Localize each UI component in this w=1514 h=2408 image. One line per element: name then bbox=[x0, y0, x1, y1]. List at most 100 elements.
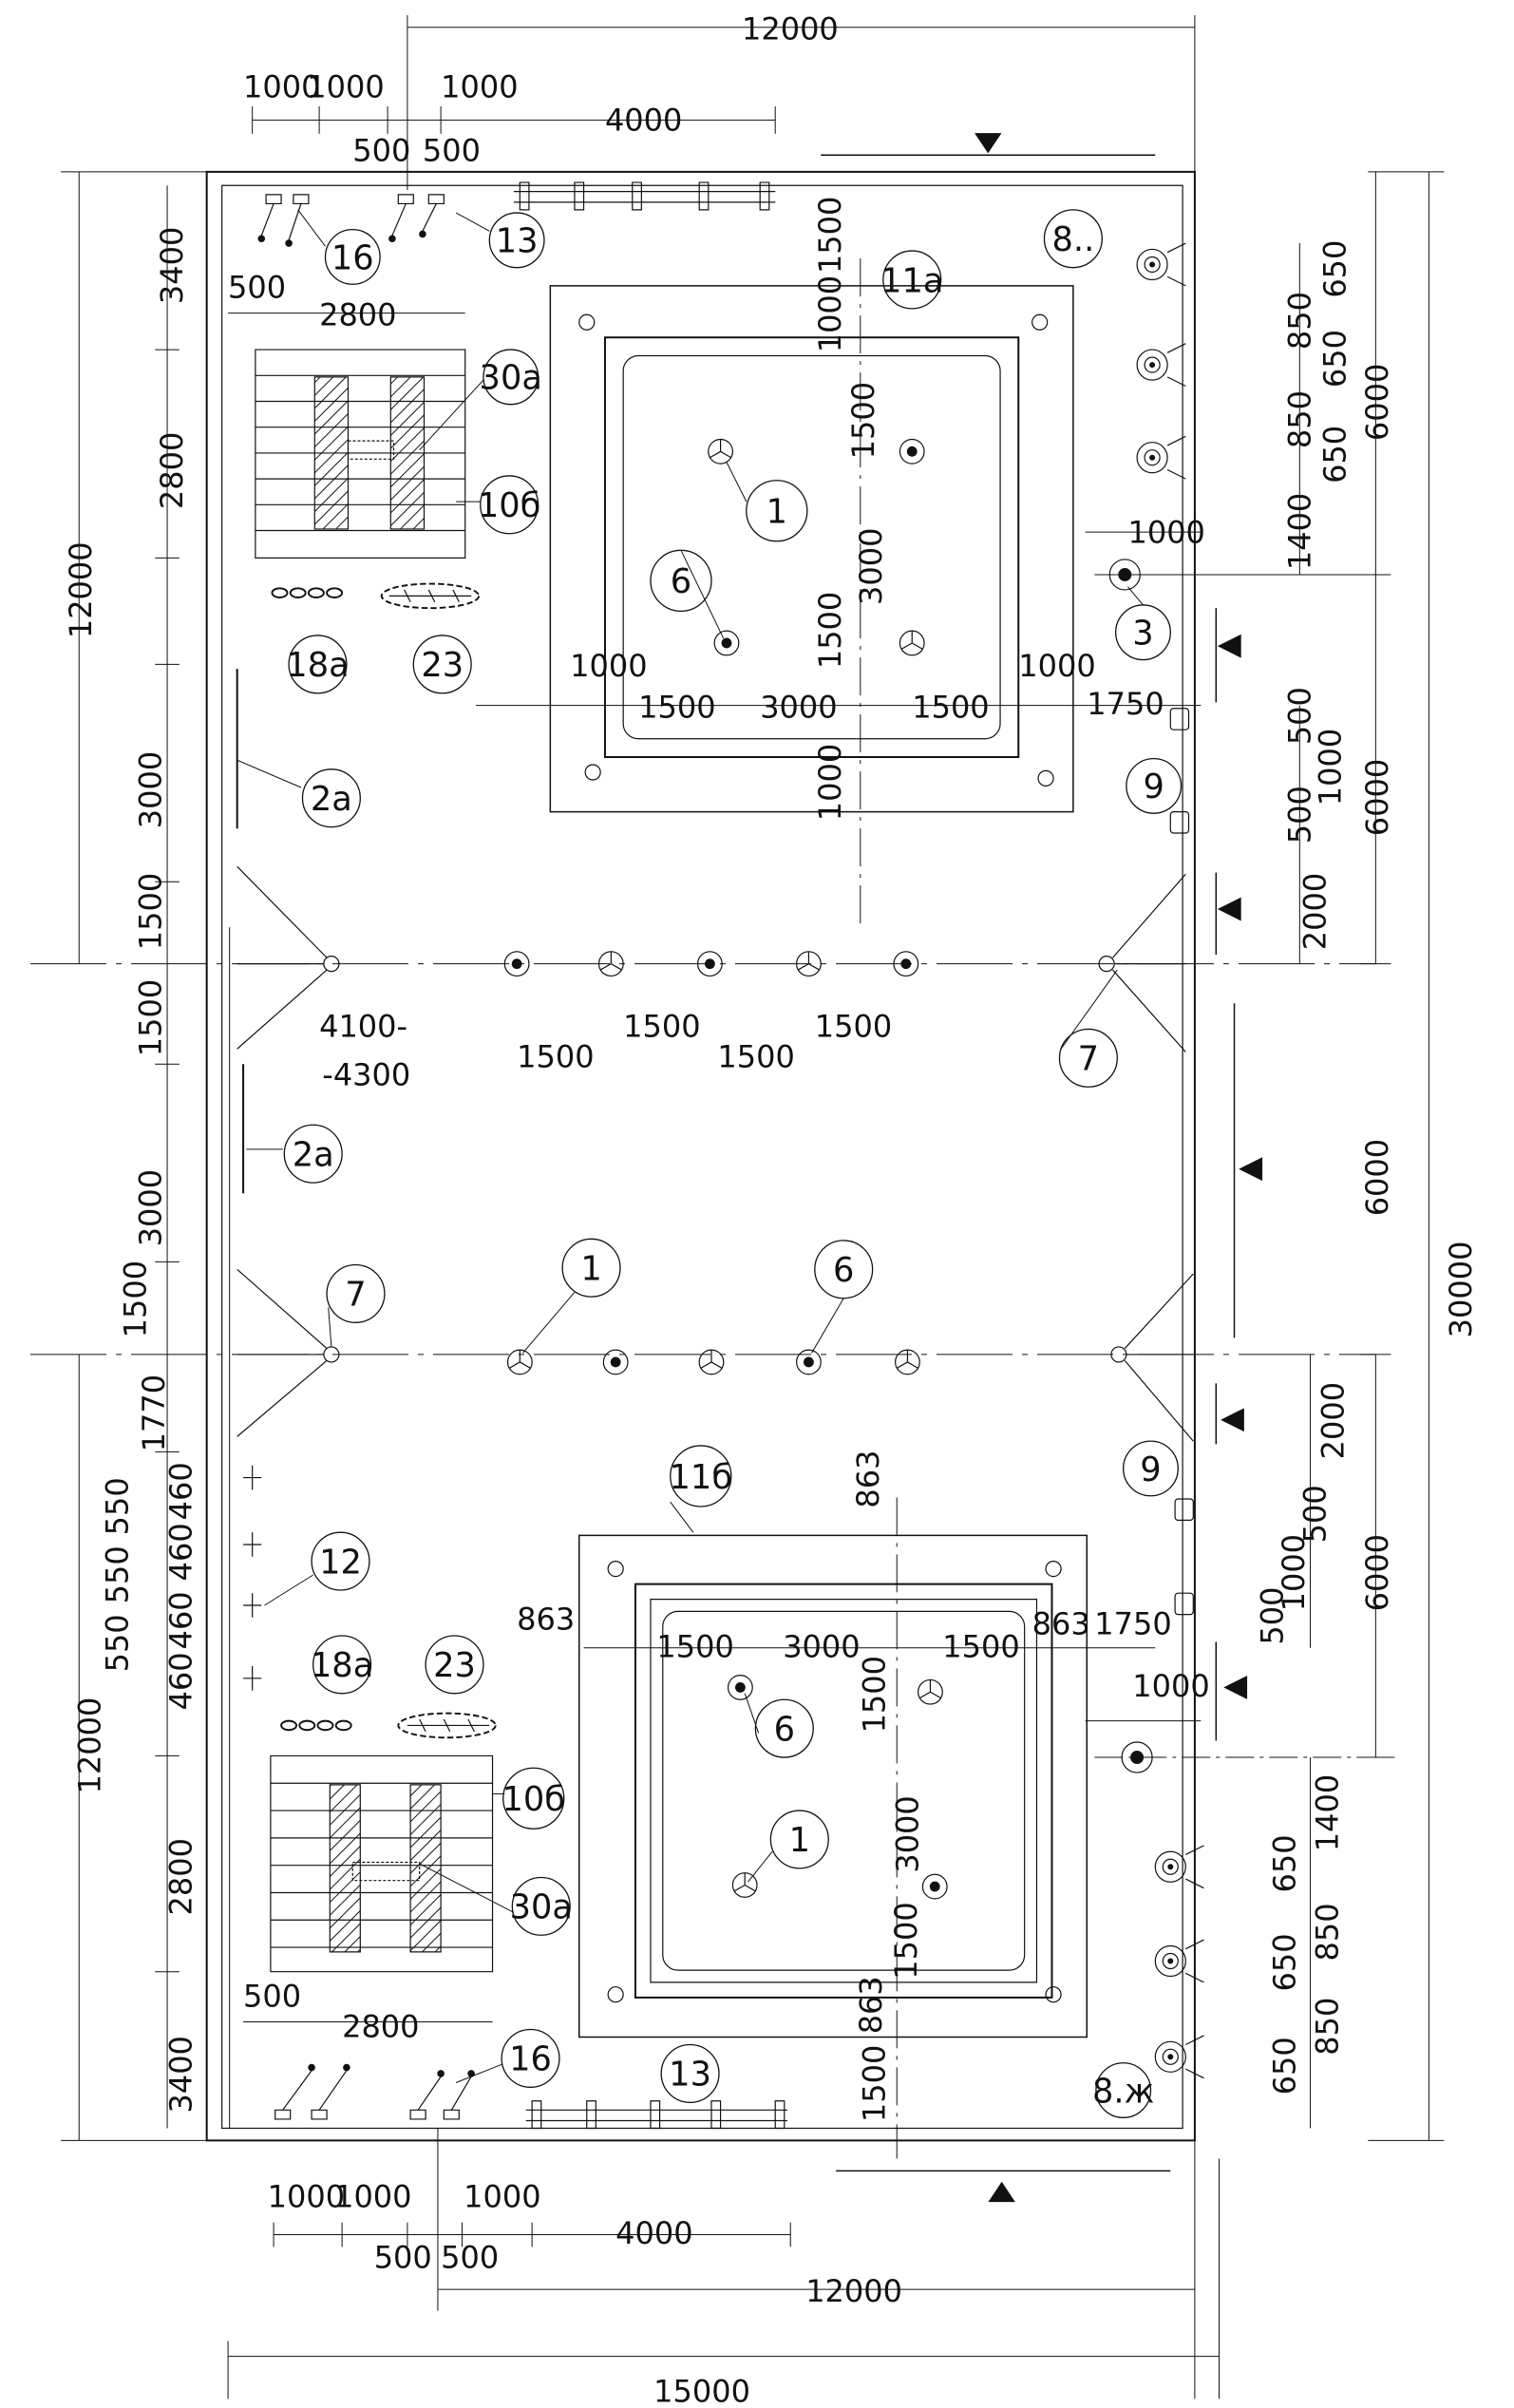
hose-reel-icon bbox=[1155, 1846, 1203, 1888]
ring-top-post-tl bbox=[579, 314, 595, 330]
ring-top-11a bbox=[550, 286, 1073, 812]
hydrant-point-icon bbox=[1109, 559, 1140, 590]
callout-label: 3 bbox=[1132, 615, 1153, 654]
dim-text: 12000 bbox=[805, 2273, 902, 2309]
dim-text: 1000 bbox=[307, 68, 384, 104]
callout-label: 23 bbox=[421, 646, 464, 685]
dimension-texts: 12000 1000 1000 1000 500 500 4000 1000 1… bbox=[228, 11, 1210, 2408]
hydrant-point-icon bbox=[922, 1874, 947, 1899]
dim-text: 460 bbox=[163, 1652, 199, 1710]
dim-text: 3000 bbox=[133, 1169, 169, 1246]
callout-label: 9 bbox=[1144, 768, 1164, 806]
dim-text: 1500 bbox=[942, 1628, 1019, 1664]
mat-stack-top-column-1 bbox=[314, 377, 348, 529]
dim-text: 1000 bbox=[1127, 514, 1204, 550]
dim-text: 650 bbox=[1316, 426, 1353, 483]
dim-text: 1000 bbox=[570, 648, 647, 684]
callout-label: 6 bbox=[833, 1251, 854, 1290]
dim-text: 1000 bbox=[812, 275, 848, 352]
wall-outlet-icon bbox=[420, 195, 445, 237]
dim-text: 500 bbox=[352, 133, 410, 169]
inner-wall bbox=[222, 185, 1183, 2128]
callout-label: 1 bbox=[789, 1821, 810, 1860]
tripod-fixture-icon bbox=[797, 952, 822, 976]
hydrant-point-icon bbox=[714, 631, 739, 655]
hydrant-bottom bbox=[1122, 1742, 1152, 1773]
mat-stack-top-outline bbox=[255, 350, 465, 558]
callout-label: 16 bbox=[331, 238, 374, 277]
callout-label: 2a bbox=[311, 780, 352, 819]
hose-reel-icon bbox=[1137, 243, 1185, 286]
dim-text: 1500 bbox=[656, 1628, 733, 1664]
exit-direction-triangle-icon bbox=[990, 2183, 1014, 2201]
exit-direction-triangle-icon bbox=[1220, 635, 1240, 656]
wall-outlet-icon bbox=[275, 2064, 315, 2119]
dim-text: 1500 bbox=[517, 1038, 594, 1074]
dim-text: 863 bbox=[517, 1602, 575, 1638]
dim-text: 500 bbox=[243, 1979, 301, 2015]
callout-label: 7 bbox=[1078, 1040, 1099, 1079]
wall-boxes bbox=[1170, 709, 1193, 1615]
dim-text: 1500 bbox=[912, 689, 989, 725]
hydrant-point-icon bbox=[797, 1350, 822, 1375]
ring-bottom-rope-outer bbox=[635, 1584, 1052, 1998]
callout-label: 10б bbox=[478, 486, 540, 525]
callout-label: 18a bbox=[311, 1646, 373, 1685]
wall-box bbox=[1170, 709, 1188, 730]
dim-text: 1000 bbox=[1276, 1534, 1312, 1611]
mat-stack-top-link bbox=[348, 441, 393, 459]
dim-text: 650 bbox=[1267, 2037, 1303, 2095]
dim-text: 850 bbox=[1309, 1998, 1345, 2056]
exit-direction-triangle-icon bbox=[1225, 1677, 1246, 1697]
dimension-texts-vertical: 12000 12000 3400 2800 3000 1500 1500 300… bbox=[63, 197, 1479, 2122]
wall-outlet-icon bbox=[258, 195, 281, 242]
callout-label: 1 bbox=[580, 1250, 601, 1289]
dim-text: 1770 bbox=[136, 1375, 172, 1451]
dim-text: 1000 bbox=[268, 2179, 345, 2215]
hydrant-point-icon bbox=[504, 952, 529, 976]
dim-text: 863 bbox=[850, 1450, 886, 1507]
dim-text: 2800 bbox=[154, 432, 190, 509]
dim-text: 1500 bbox=[623, 1008, 700, 1044]
ring-bottom-platform bbox=[579, 1535, 1088, 2037]
hydrant-top bbox=[1109, 559, 1140, 590]
dim-text: 460 bbox=[163, 1462, 199, 1520]
dim-text: 2800 bbox=[163, 1838, 199, 1915]
dim-text: 500 bbox=[1282, 786, 1318, 844]
callout-label: 11a bbox=[880, 261, 943, 300]
dim-text: 500 bbox=[374, 2240, 432, 2276]
hydrant-point-icon bbox=[1122, 1742, 1152, 1773]
dim-text: 30000 bbox=[1443, 1242, 1479, 1338]
wall-outlet-icon bbox=[312, 2064, 350, 2119]
outlets-12 bbox=[243, 1466, 261, 1691]
dim-text: 1500 bbox=[815, 1008, 892, 1044]
wall-box bbox=[1170, 812, 1188, 833]
tripod-fixture-icon bbox=[896, 1350, 920, 1375]
callout-label: 12 bbox=[319, 1543, 362, 1582]
exit-direction-triangle-icon bbox=[975, 134, 1000, 152]
callout-label: 16 bbox=[509, 2040, 552, 2079]
ring-bottom-11b bbox=[579, 1535, 1088, 2037]
callout-label: 23 bbox=[433, 1646, 476, 1685]
dim-text: 1500 bbox=[717, 1038, 794, 1074]
exit-direction-triangle-icon bbox=[1220, 899, 1240, 920]
hose-reels-top bbox=[1137, 243, 1185, 479]
bench-top-13 bbox=[514, 182, 775, 210]
hose-reel-icon bbox=[1155, 2036, 1203, 2078]
dim-text: 2800 bbox=[319, 296, 396, 332]
wall-bars-2a bbox=[237, 669, 243, 1193]
dim-text: 1750 bbox=[1094, 1605, 1171, 1641]
dim-text: 1000 bbox=[812, 744, 848, 821]
callout-label: 9 bbox=[1140, 1450, 1161, 1489]
dim-text: 1000 bbox=[1018, 648, 1095, 684]
dim-text: 1000 bbox=[334, 2179, 411, 2215]
dim-text: 863 bbox=[853, 1976, 889, 2034]
dim-text: 850 bbox=[1309, 1903, 1345, 1961]
dim-text: 1500 bbox=[812, 197, 848, 274]
guy-posts-7 bbox=[237, 866, 1194, 1441]
ring-bottom-post-bl bbox=[608, 1987, 623, 2002]
callout-label: 2a bbox=[293, 1135, 334, 1174]
dim-text: 6000 bbox=[1359, 1139, 1395, 1216]
dim-text: 850 bbox=[1282, 292, 1318, 350]
tripod-fixture-icon bbox=[732, 1873, 757, 1898]
